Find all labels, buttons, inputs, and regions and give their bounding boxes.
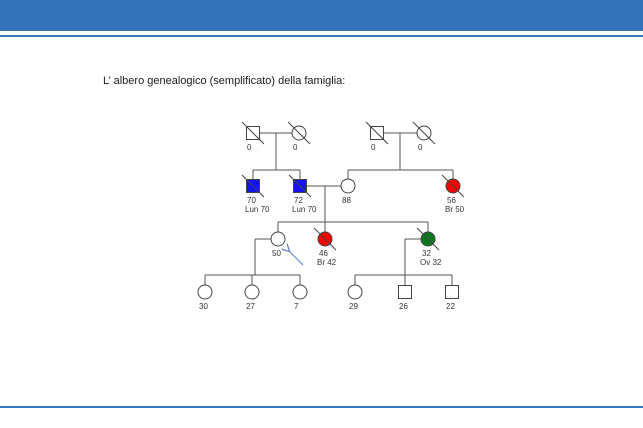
individual-age-label: 88 [342,196,351,205]
pedigree-individual: 7 [292,284,308,311]
pedigree-individual: 30 [197,284,213,311]
individual-age-label: 32 [422,249,431,258]
proband-arrow [289,251,304,266]
pedigree-individual: 0 [241,121,265,152]
deceased-slash [241,121,265,145]
header-rule [0,35,643,37]
pedigree-individual: 27 [244,284,260,311]
female-symbol [340,178,356,194]
pedigree-individual: 22 [445,285,459,311]
pedigree-individual: 29 [347,284,363,311]
female-symbol [244,284,260,300]
pedigree-individual: 50 [270,231,286,258]
deceased-slash [313,227,337,251]
deceased-slash [441,174,465,198]
individual-age-label: 70 [247,196,256,205]
individual-age-label: 7 [294,302,299,311]
pedigree-individual: 0 [287,121,311,152]
individual-age-label: 72 [294,196,303,205]
pedigree-lines [204,132,454,286]
pedigree-individual: 88 [340,178,356,205]
individual-diagnosis-label: Br 50 [445,205,465,214]
pedigree-individual: 26 [398,285,412,311]
female-symbol [197,284,213,300]
individual-age-label: 26 [399,302,408,311]
deceased-slash [365,121,389,145]
individual-age-label: 22 [446,302,455,311]
deceased-slash [416,227,440,251]
deceased-slash [288,174,312,198]
individual-diagnosis-label: Br 42 [317,258,337,267]
deceased-slash [287,121,311,145]
individual-age-label: 50 [272,249,281,258]
slide-caption: L’ albero genealogico (semplificato) del… [103,75,346,87]
individual-age-label: 27 [246,302,255,311]
male-symbol [398,285,412,299]
pedigree-individual: 0 [365,121,389,152]
footer-rule [0,406,643,408]
individual-age-label: 0 [293,143,298,152]
deceased-slash [241,174,265,198]
individual-age-label: 0 [371,143,376,152]
individual-age-label: 30 [199,302,208,311]
pedigree-annotations [289,251,304,266]
individual-age-label: 0 [247,143,252,152]
deceased-slash [412,121,436,145]
individual-diagnosis-label: Lun 70 [245,205,270,214]
individual-age-label: 0 [418,143,423,152]
female-symbol [270,231,286,247]
header-band [0,0,643,31]
pedigree-individual: 0 [412,121,436,152]
individual-age-label: 56 [447,196,456,205]
individual-age-label: 29 [349,302,358,311]
individual-diagnosis-label: Lun 70 [292,205,317,214]
female-symbol [292,284,308,300]
individual-age-label: 46 [319,249,328,258]
individual-diagnosis-label: Ov 32 [420,258,442,267]
female-symbol [347,284,363,300]
male-symbol [445,285,459,299]
